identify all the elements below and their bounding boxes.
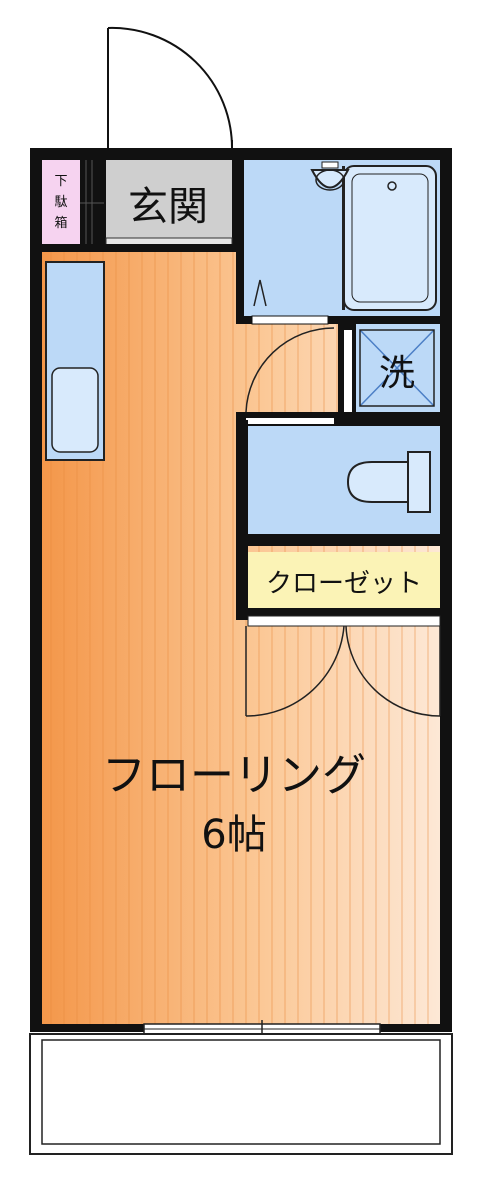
washer-area [338,324,440,420]
label-closet: クローゼット [266,569,422,599]
washroom-door-swing [245,327,335,413]
label-entrance: 玄関 [128,184,208,230]
kitchen-counter [45,261,105,461]
entrance-door [107,26,233,150]
toilet-room [236,420,440,546]
bathroom-door-opening [251,315,329,325]
bath-drain [253,279,267,307]
entrance-wall [42,244,236,252]
label-shoe-box-1: 下 [54,174,67,189]
bathtub [343,165,437,311]
balcony [29,1033,453,1155]
label-main-room-size: 6帖 [201,812,266,858]
label-washer: 洗 [379,353,415,394]
label-shoe-box-2: 駄 [54,195,67,210]
shoe-box [42,160,80,244]
closet [236,544,441,627]
label-shoe-box-3: 箱 [54,215,67,231]
toilet [346,451,431,513]
closet-door-swing [245,625,441,717]
washbasin [310,161,350,191]
label-main-room: フローリング [102,750,366,801]
bathroom [236,148,440,325]
entrance-floor [106,160,232,244]
